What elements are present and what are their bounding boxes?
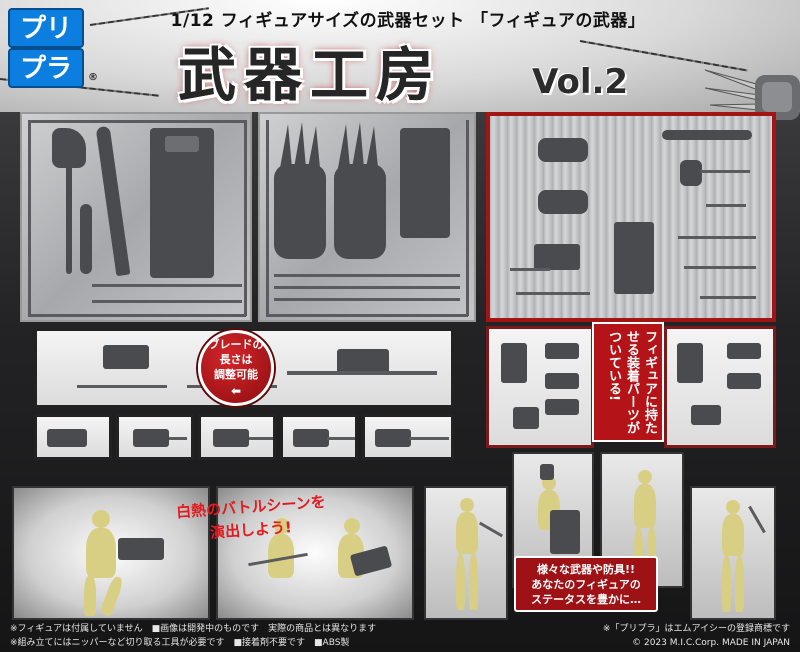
product-subtitle: 1/12 フィギュアサイズの武器セット 「フィギュアの武器」 bbox=[170, 11, 646, 31]
logo-top-block: プリ bbox=[8, 8, 84, 48]
assembled-weapons-panel bbox=[486, 112, 776, 322]
kukri-assembled bbox=[662, 130, 752, 140]
knife-part bbox=[80, 204, 92, 274]
riot-shield-part bbox=[150, 128, 214, 278]
blade-adjustable-badge: ブレードの 長さは 調整可能 ⬅ bbox=[198, 330, 274, 406]
attachment-note-sash: フィギュアに持たせる装着パーツがついている! bbox=[592, 322, 664, 442]
registered-mark: ® bbox=[88, 72, 98, 83]
armor-callout-line3: ステータスを豊かに… bbox=[531, 593, 641, 606]
arrow-left-icon: ⬅ bbox=[230, 384, 242, 398]
blade-length-panel-3 bbox=[198, 414, 276, 460]
hatchet-assembled bbox=[680, 160, 702, 186]
blade-length-panel-5 bbox=[362, 414, 454, 460]
footnote-2: ※組み立てにはニッパーなど切り取る工具が必要です ■接着剤不要です ■ABS製 bbox=[10, 638, 350, 648]
battle-callout-line2: 演出しよう! bbox=[209, 518, 293, 542]
claw-glove-assembled bbox=[538, 138, 588, 162]
claw-glove-part-left bbox=[274, 164, 326, 259]
badge-line-1: ブレードの bbox=[208, 338, 264, 351]
axe-part bbox=[52, 128, 86, 168]
badge-line-3: 調整可能 bbox=[214, 368, 258, 381]
pripla-logo: プリ プラ ® bbox=[6, 6, 98, 90]
machete-part bbox=[95, 125, 131, 277]
blade-length-panel-4 bbox=[280, 414, 358, 460]
copyright-note: © 2023 M.I.C.Corp. MADE IN JAPAN bbox=[632, 638, 790, 648]
sprue-runner-a bbox=[20, 112, 252, 322]
badge-line-2: 長さは bbox=[219, 353, 253, 366]
claw-glove-assembled bbox=[538, 190, 588, 214]
blade-gauntlet-assembled bbox=[534, 244, 580, 270]
battle-callout-line1: 白熱のバトルシーンを bbox=[175, 492, 327, 522]
shield-part bbox=[400, 128, 450, 238]
figure-pose-4 bbox=[690, 486, 776, 620]
armor-callout: 様々な武器や防具!! あなたのフィギュアの ステータスを豊かに… bbox=[514, 556, 658, 612]
volume-label: Vol.2 bbox=[532, 62, 629, 102]
blade-length-panel-1 bbox=[34, 414, 112, 460]
armor-callout-line1: 様々な武器や防具!! bbox=[536, 563, 636, 576]
blade-length-panel-2 bbox=[116, 414, 194, 460]
battle-callout: 白熱のバトルシーンを 演出しよう! bbox=[152, 492, 350, 544]
armor-callout-line2: あなたのフィギュアの bbox=[531, 578, 641, 591]
trademark-note: ※「プリプラ」はエムアイシーの登録商標です bbox=[602, 624, 790, 634]
figure-pose-1 bbox=[424, 486, 508, 620]
battle-scene-right bbox=[216, 486, 414, 620]
footnote-1: ※フィギュアは付属していません ■画像は開発中のものです 実際の商品とは異なりま… bbox=[10, 624, 377, 634]
attachment-parts-panel-left bbox=[486, 326, 594, 448]
claw-glove-part-right bbox=[334, 164, 386, 259]
product-title: 武器工房 bbox=[178, 41, 443, 109]
attachment-parts-panel-right bbox=[664, 326, 776, 448]
claw-weapon-icon bbox=[704, 69, 800, 120]
sprue-runner-b bbox=[258, 112, 476, 322]
logo-bottom-block: プラ bbox=[8, 48, 84, 88]
riot-shield-assembled bbox=[614, 222, 654, 294]
battle-scene-left bbox=[12, 486, 210, 620]
